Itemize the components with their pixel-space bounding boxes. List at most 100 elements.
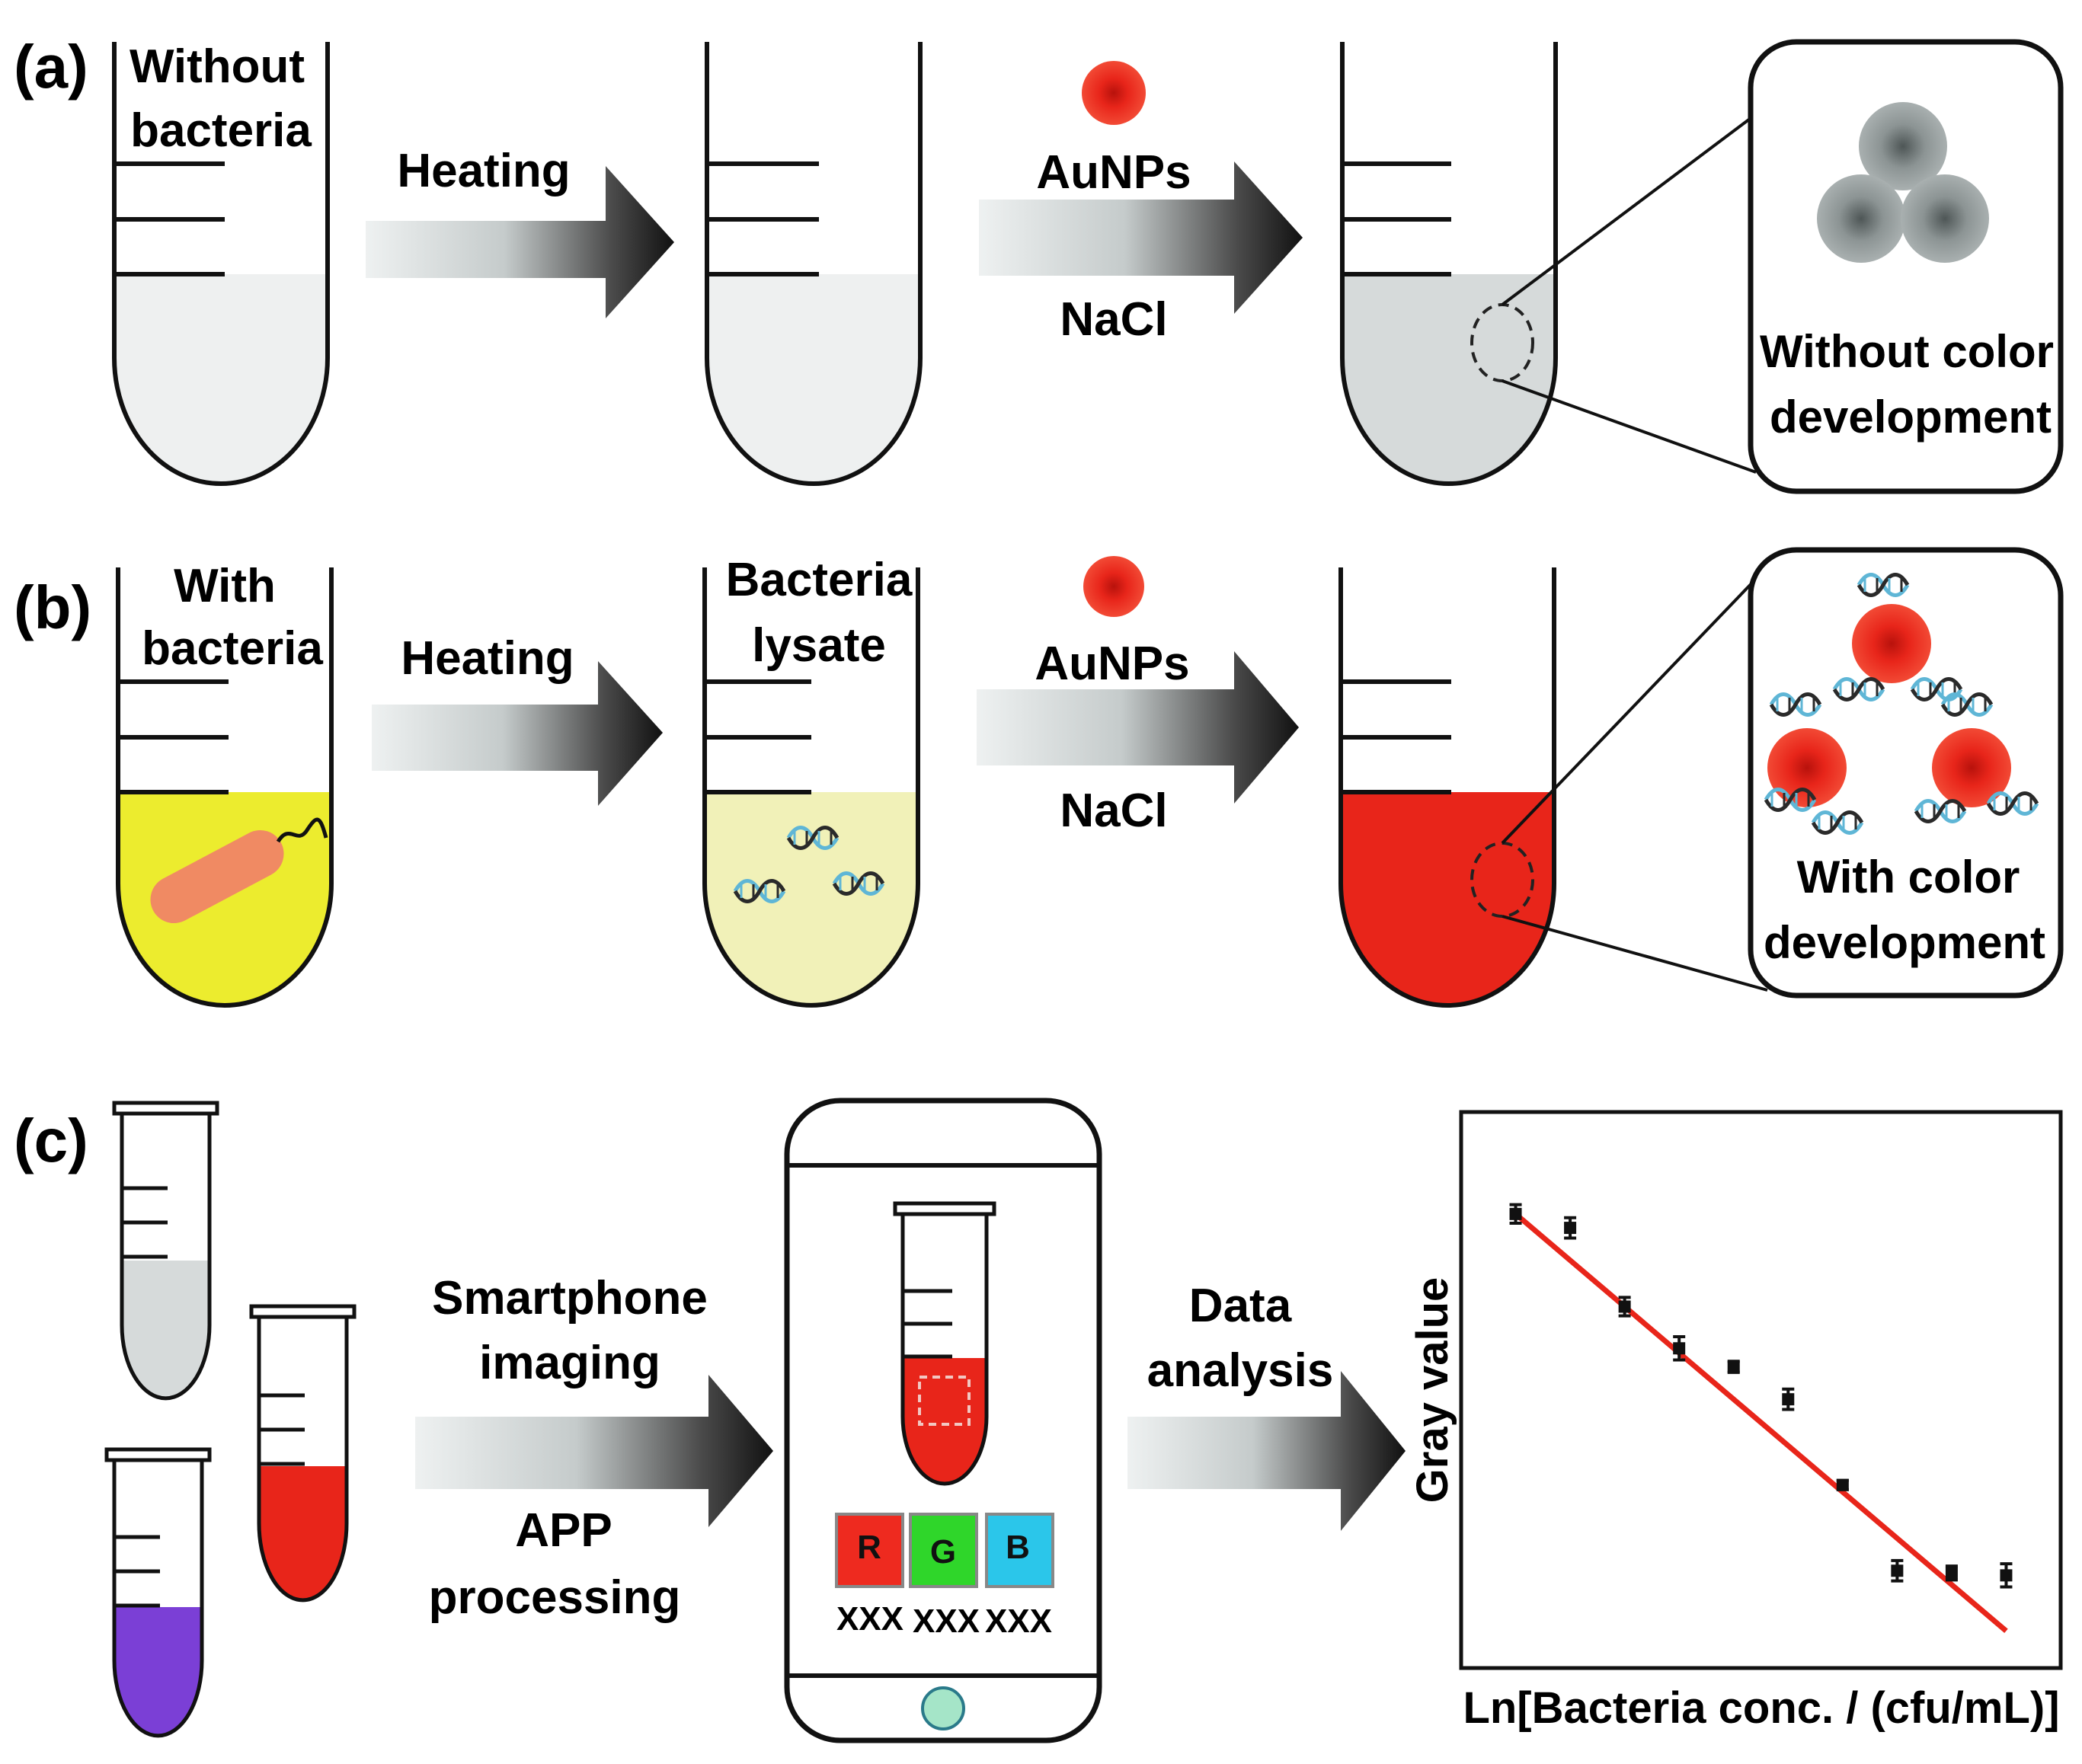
tube-b3 bbox=[1338, 567, 1556, 1008]
arrow-b1-label: Heating bbox=[401, 632, 574, 685]
tube-a1-liquid bbox=[114, 274, 328, 484]
tube-b2-liquid bbox=[705, 792, 918, 1005]
zoom-line bbox=[1501, 577, 1757, 845]
arrow-c2-line1: Data bbox=[1189, 1280, 1292, 1332]
arrow-c1-top-line1: Smartphone bbox=[432, 1272, 708, 1325]
rgb-swatch-g bbox=[909, 1513, 978, 1588]
panel-b: (b) With bacteria Heating bbox=[14, 547, 2064, 1008]
tube-b2-wall bbox=[702, 567, 920, 1008]
chart-xlabel: Ln[Bacteria conc. / (cfu/mL)] bbox=[1463, 1683, 2059, 1733]
data-point bbox=[1673, 1342, 1686, 1355]
gray-nanoparticle bbox=[1859, 102, 1947, 190]
red-nanoparticle bbox=[1767, 728, 1847, 807]
data-point bbox=[1727, 1360, 1740, 1373]
tube-a1: Without bacteria bbox=[112, 40, 330, 486]
rgb-swatch-r bbox=[835, 1513, 904, 1588]
bacterium-icon bbox=[150, 817, 328, 924]
zoom-line bbox=[1502, 379, 1757, 474]
fit-line bbox=[1514, 1212, 2008, 1633]
calibration-chart: Ln[Bacteria conc. / (cfu/mL)] Gray value bbox=[1408, 1110, 2063, 1733]
zoom-box-a-frame bbox=[1748, 39, 2064, 494]
chart-marks bbox=[1509, 1203, 2013, 1633]
small-tube-gray bbox=[112, 1101, 219, 1401]
tube-a2-wall bbox=[705, 42, 923, 486]
tube-b3-liquid bbox=[1341, 792, 1554, 1005]
arrow-a2-bottom-label: NaCl bbox=[1060, 293, 1167, 346]
data-point bbox=[1509, 1207, 1522, 1220]
tube-a1-wall bbox=[112, 42, 330, 486]
tube-b3-wall bbox=[1338, 567, 1556, 1008]
roi-box bbox=[918, 1376, 971, 1426]
tube-b1-wall bbox=[116, 567, 334, 1008]
aunp-icon bbox=[1082, 61, 1146, 125]
zoom-box-b: With color development bbox=[1748, 547, 2064, 999]
arrow-b2-bottom-label: NaCl bbox=[1060, 785, 1167, 837]
smartphone: R XXX G XXX B XXX bbox=[784, 1098, 1102, 1743]
rgb-channel-b: B XXX bbox=[985, 1513, 1054, 1640]
panel-a-label: (a) bbox=[14, 33, 88, 101]
arrow-b2 bbox=[977, 651, 1299, 804]
arrow-b1 bbox=[372, 661, 663, 806]
arrow-c1-bottom-line1: APP bbox=[515, 1504, 612, 1557]
data-point bbox=[1945, 1567, 1958, 1580]
arrow-b2-top-label: AuNPs bbox=[1035, 638, 1189, 690]
tube-a1-label-line2: bacteria bbox=[130, 104, 312, 157]
chart-ylabel: Gray value bbox=[1408, 1277, 1457, 1504]
tube-b1-label-line1: With bbox=[174, 560, 276, 612]
tube-b1: With bacteria bbox=[116, 560, 334, 1008]
data-point bbox=[2000, 1569, 2013, 1582]
rgb-swatch-b bbox=[985, 1513, 1054, 1588]
tube-a3-liquid bbox=[1342, 274, 1556, 484]
small-tube-purple bbox=[104, 1447, 212, 1738]
tube-b1-label-line2: bacteria bbox=[142, 622, 323, 675]
tube-b2: Bacteria lysate bbox=[702, 554, 920, 1008]
panel-c: (c) Smartphon bbox=[14, 1098, 2063, 1743]
chart-frame bbox=[1459, 1110, 2063, 1670]
gray-nanoparticle bbox=[1901, 174, 1989, 263]
rgb-letter-r: R bbox=[857, 1529, 881, 1566]
arrow-a1-label: Heating bbox=[397, 145, 570, 197]
small-tube-red bbox=[249, 1304, 357, 1603]
data-point bbox=[1618, 1300, 1631, 1313]
arrow-a2-top-label: AuNPs bbox=[1036, 146, 1191, 199]
tube-a3 bbox=[1340, 42, 1558, 486]
zoom-line bbox=[1502, 915, 1768, 992]
arrow-c1-bottom-line2: processing bbox=[429, 1571, 681, 1624]
rgb-value-b: XXX bbox=[985, 1603, 1052, 1640]
phone-tube bbox=[893, 1201, 996, 1486]
data-point bbox=[1891, 1564, 1904, 1577]
tube-b2-label-line2: lysate bbox=[752, 619, 886, 672]
rgb-value-g: XXX bbox=[913, 1603, 980, 1640]
arrow-c1 bbox=[415, 1375, 773, 1527]
home-button[interactable] bbox=[921, 1686, 965, 1730]
tube-a2-liquid bbox=[707, 274, 920, 484]
tube-a2 bbox=[705, 42, 923, 486]
zoom-box-a-label-line2: development bbox=[1770, 391, 2052, 443]
zoom-box-b-label-line1: With color bbox=[1797, 852, 2020, 903]
data-point bbox=[1836, 1478, 1849, 1491]
aunp-icon bbox=[1083, 556, 1144, 617]
tube-a1-label-line1: Without bbox=[130, 40, 305, 93]
rgb-channel-r: R XXX bbox=[835, 1513, 904, 1638]
gray-nanoparticle bbox=[1817, 174, 1905, 263]
arrow-c2-line2: analysis bbox=[1147, 1344, 1334, 1397]
rgb-letter-b: B bbox=[1006, 1529, 1030, 1566]
rgb-channel-g: G XXX bbox=[909, 1513, 980, 1640]
panel-b-label: (b) bbox=[14, 574, 91, 641]
zoom-box-a-label-line1: Without color bbox=[1760, 326, 2054, 377]
panel-a: (a) Without bacteria Heating AuNPs NaCl bbox=[14, 33, 2064, 494]
arrow-a2 bbox=[979, 161, 1303, 314]
rgb-value-r: XXX bbox=[836, 1600, 903, 1638]
red-nanoparticle bbox=[1852, 604, 1931, 683]
arrow-a1 bbox=[366, 166, 674, 318]
data-point bbox=[1564, 1222, 1577, 1235]
tube-b2-label-line1: Bacteria bbox=[726, 554, 913, 606]
panel-c-label: (c) bbox=[14, 1107, 88, 1174]
data-point bbox=[1782, 1393, 1795, 1406]
zoom-box-b-frame bbox=[1748, 547, 2064, 999]
tube-a3-wall bbox=[1340, 42, 1558, 486]
zoom-box-b-label-line2: development bbox=[1764, 917, 2045, 968]
zoom-box-a: Without color development bbox=[1748, 39, 2064, 494]
zoom-line bbox=[1501, 113, 1757, 306]
